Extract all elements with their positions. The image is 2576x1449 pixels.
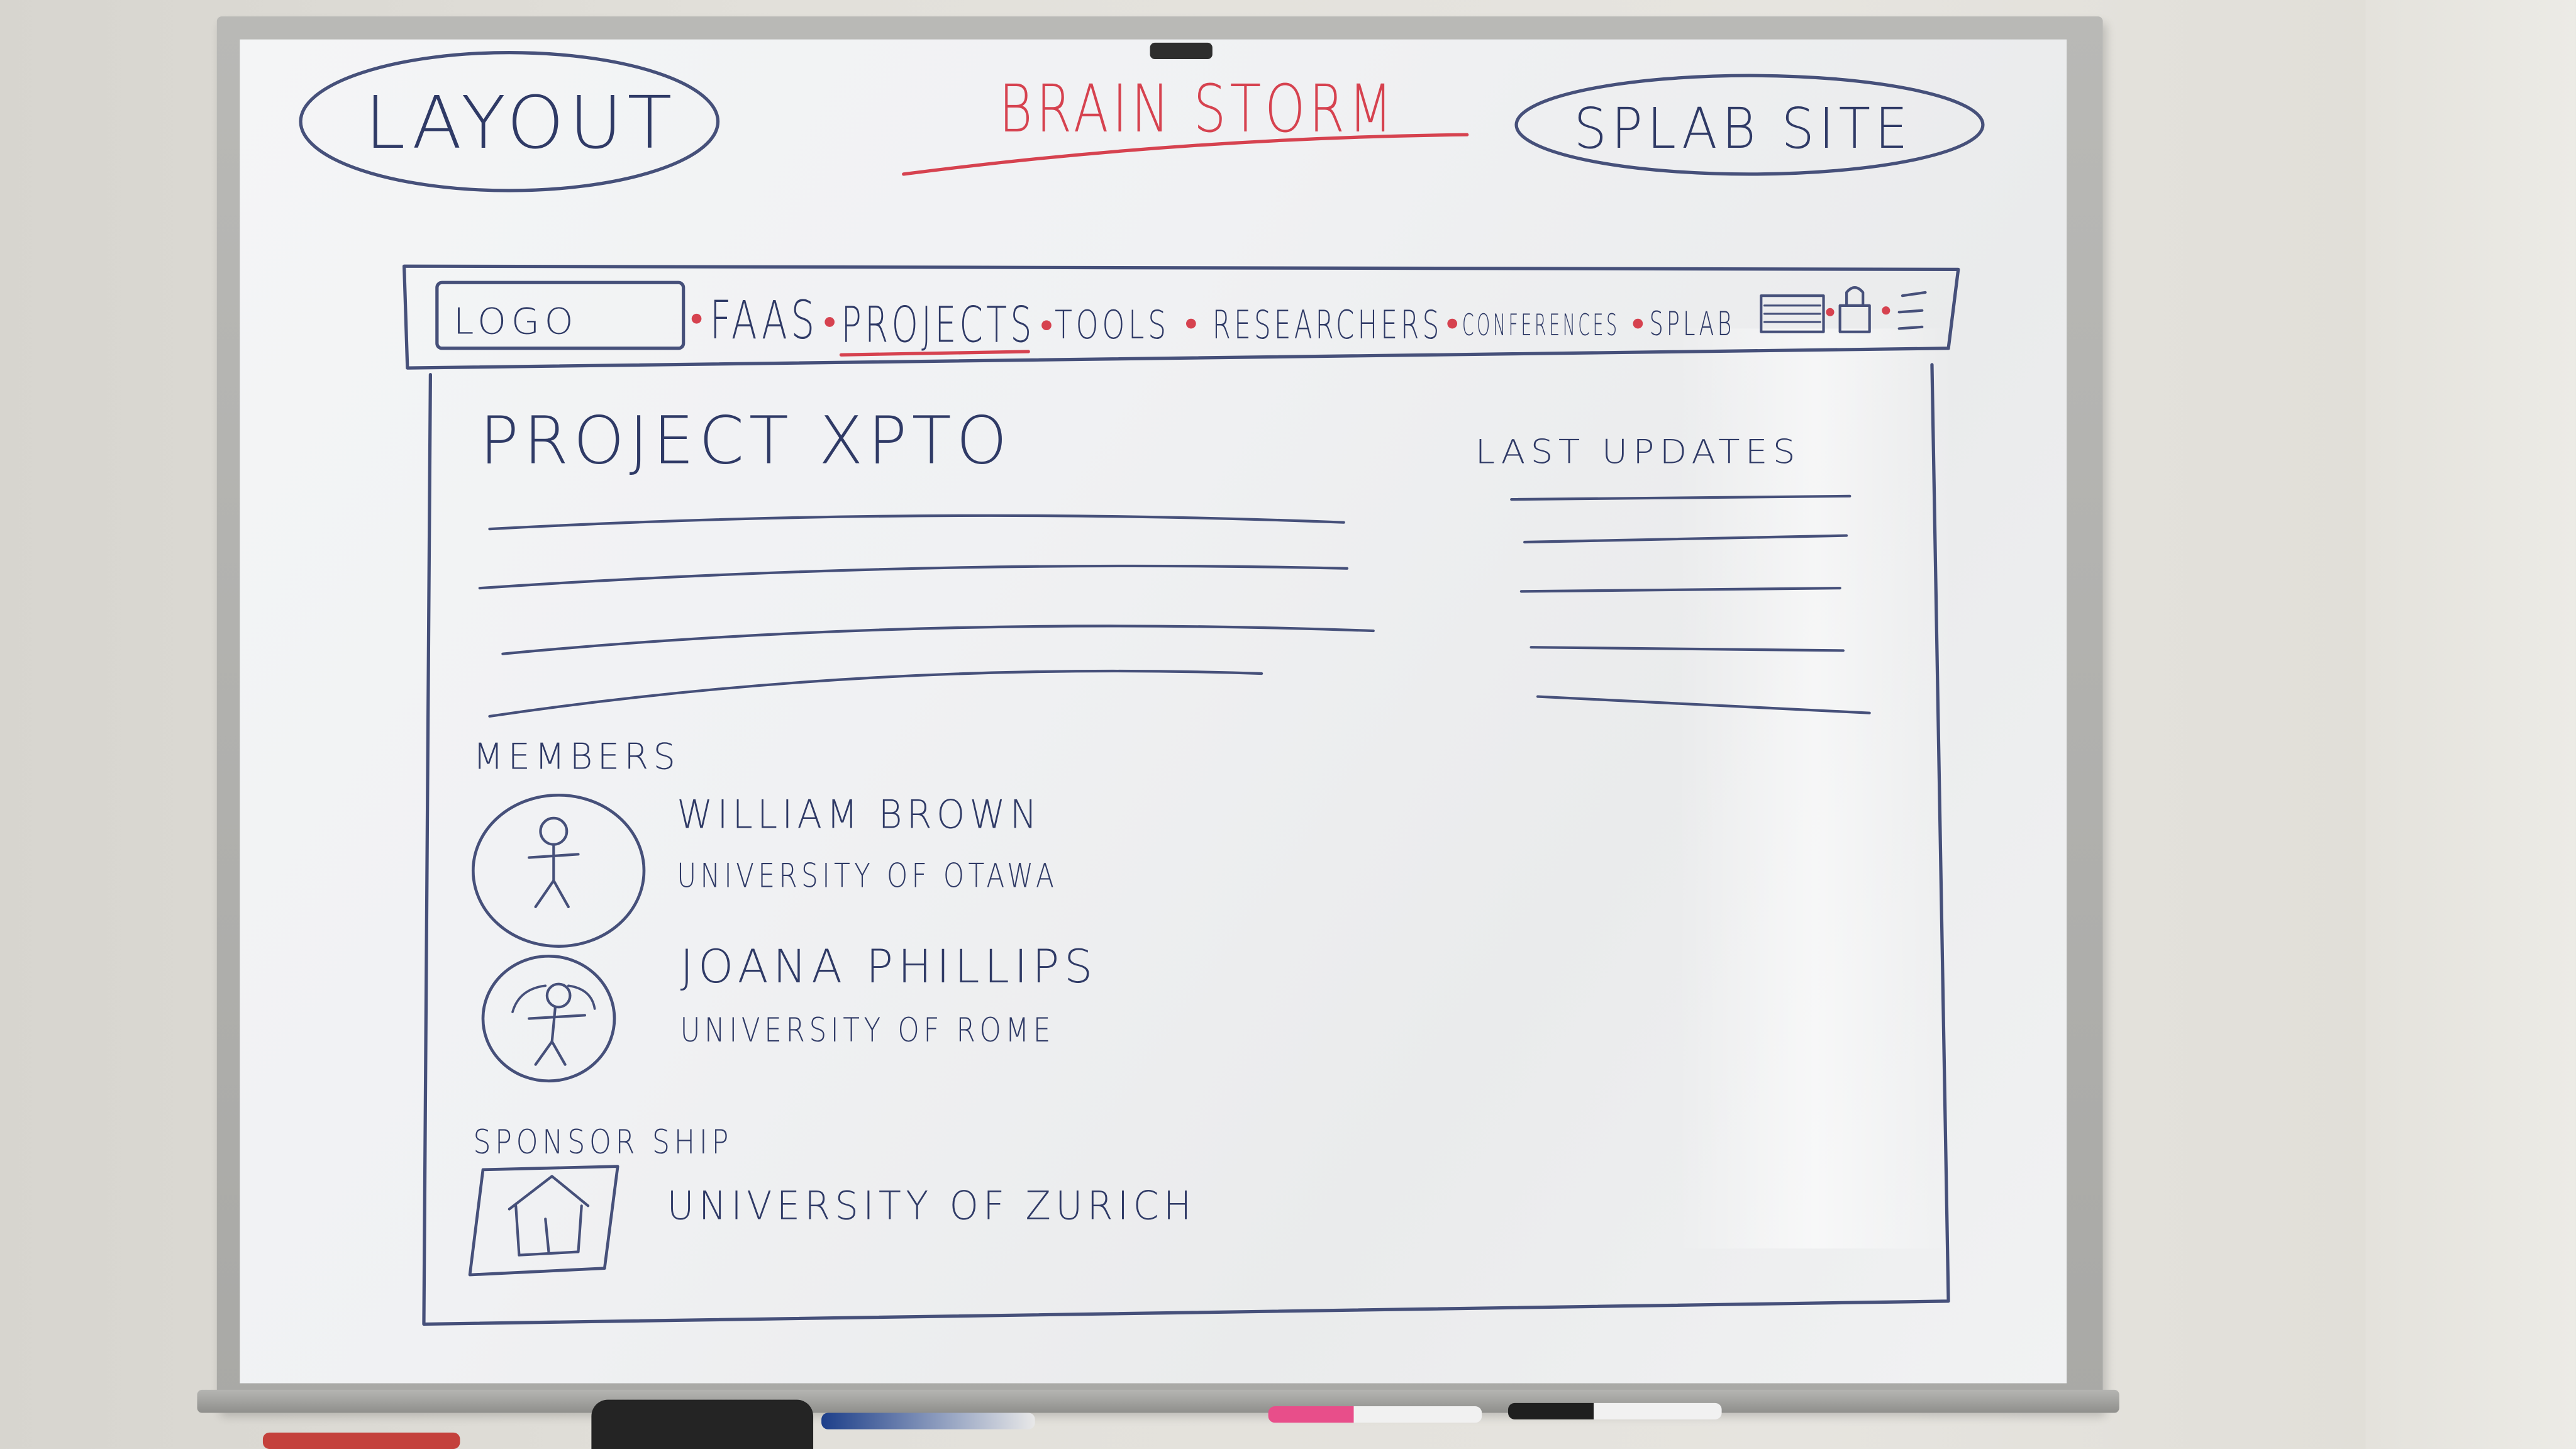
logo-box: [435, 280, 686, 350]
board-clip: [1150, 42, 1213, 60]
brainstorm-title: BRAIN STORM: [999, 70, 1396, 147]
lock-icon[interactable]: [1838, 286, 1871, 333]
member-affiliation: UNIVERSITY OF OTAWA: [677, 858, 1058, 896]
nav-item-tools[interactable]: TOOLS: [1055, 302, 1170, 348]
house-icon: [508, 1175, 590, 1257]
eraser[interactable]: [591, 1399, 814, 1449]
nav-bullet: [1041, 320, 1052, 331]
language-flag-icon[interactable]: [1760, 294, 1825, 333]
nav-bullet: [1826, 308, 1835, 316]
black-marker[interactable]: [1507, 1402, 1722, 1419]
page-mockup-frame: [422, 363, 1950, 1326]
nav-bullet: [691, 313, 702, 324]
blue-marker[interactable]: [821, 1413, 1035, 1430]
last-updates-lines: [1510, 494, 1871, 714]
nav-active-underline: [839, 350, 1030, 357]
nav-bullet: [824, 317, 835, 327]
marker-tray: [197, 1389, 2119, 1413]
menu-icon[interactable]: [1897, 291, 1927, 330]
splab-site-label: SPLAB SITE: [1574, 96, 1912, 161]
logo-label: LOGO: [453, 300, 579, 342]
wall: [2365, 0, 2576, 1449]
nav-item-faas[interactable]: FAAS: [709, 289, 818, 351]
layout-bubble: [299, 50, 720, 192]
member-avatar: [481, 954, 616, 1083]
person-icon: [511, 982, 596, 1066]
brainstorm-underline: [902, 133, 1469, 176]
red-marker[interactable]: [262, 1432, 460, 1449]
person-icon: [528, 816, 580, 909]
splab-site-bubble: [1514, 74, 1985, 176]
member-affiliation: UNIVERSITY OF ROME: [680, 1012, 1055, 1050]
pink-marker[interactable]: [1268, 1406, 1482, 1423]
nav-bullet: [1186, 318, 1196, 329]
navbar-frame: [402, 264, 1960, 370]
nav-item-splab[interactable]: SPLAB: [1650, 306, 1735, 343]
last-updates-title: LAST UPDATES: [1475, 434, 1801, 472]
light-glare: [1675, 328, 1955, 1249]
project-description-lines: [478, 514, 1375, 718]
nav-bullet: [1447, 318, 1458, 329]
member-avatar: [471, 793, 646, 948]
nav-bullet: [1633, 318, 1643, 329]
sponsor-name: UNIVERSITY OF ZURICH: [667, 1182, 1196, 1228]
nav-item-projects[interactable]: PROJECTS: [841, 296, 1035, 353]
sponsorship-title: SPONSOR SHIP: [473, 1124, 733, 1162]
layout-label: LAYOUT: [365, 81, 677, 165]
nav-item-researchers[interactable]: RESEARCHERS: [1213, 302, 1443, 348]
nav-bullet: [1882, 306, 1890, 315]
member-name: WILLIAM BROWN: [677, 792, 1041, 838]
member-name: JOANA PHILLIPS: [680, 940, 1097, 994]
sponsor-logo-box: [468, 1165, 619, 1277]
project-title: PROJECT XPTO: [480, 402, 1012, 479]
members-title: MEMBERS: [473, 736, 680, 778]
nav-item-conferences[interactable]: CONFERENCES: [1462, 308, 1620, 343]
